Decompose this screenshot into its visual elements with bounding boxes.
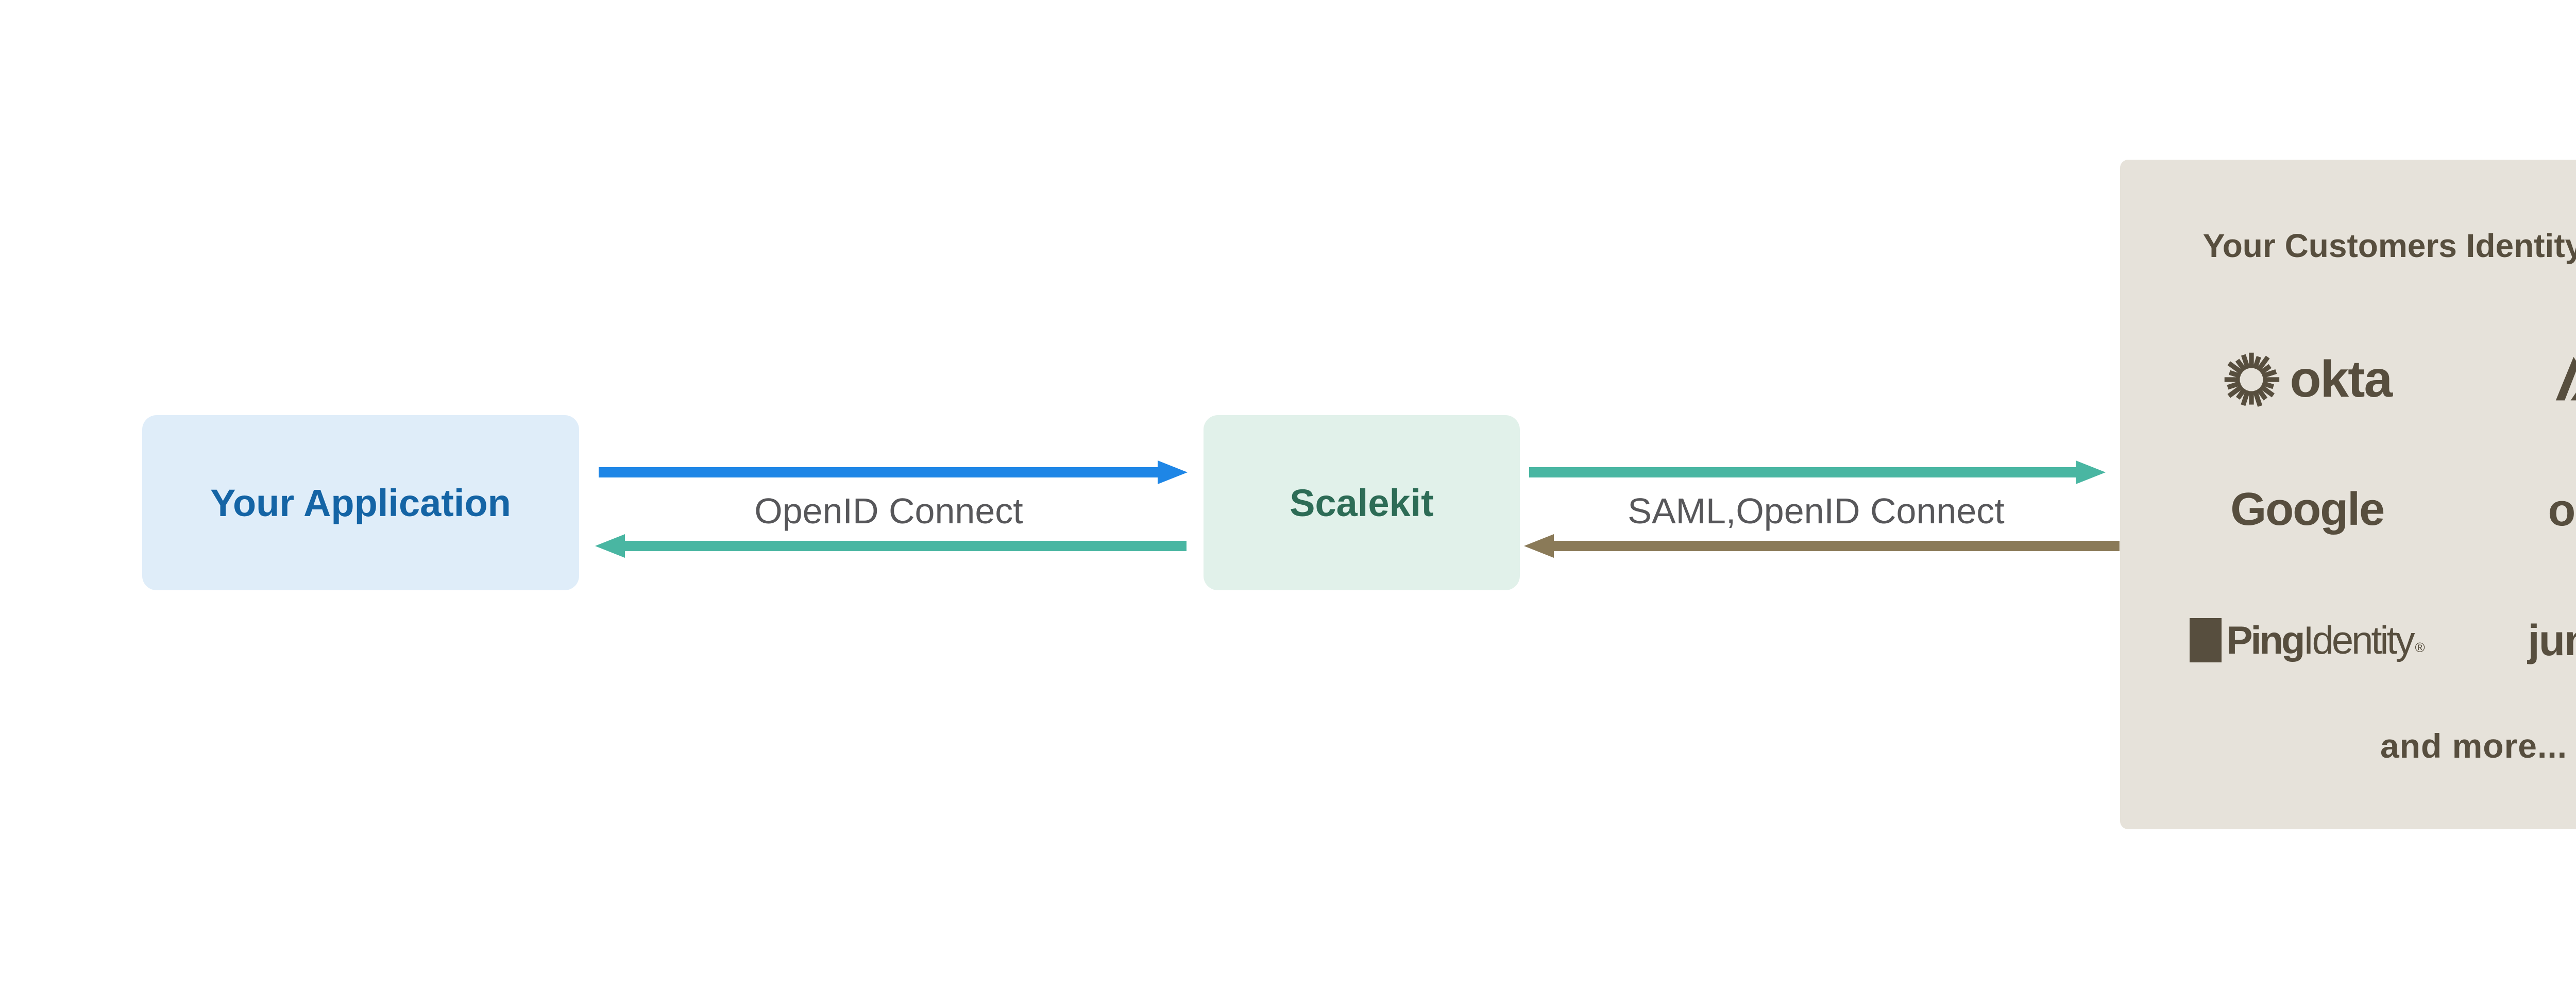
and-more-label: and more...: [2380, 727, 2568, 765]
openid-return-arrow-head: [595, 534, 625, 558]
saml-return-arrow-head: [1524, 534, 1554, 558]
identity-providers-panel: Your Customers Identity Providers: [2120, 160, 2576, 829]
pingidentity-square-icon: [2189, 618, 2222, 663]
identity-providers-grid: okta Azure Google onelogin: [2141, 314, 2576, 706]
azure-icon: [2553, 355, 2576, 404]
scalekit-box: Scalekit: [1204, 415, 1520, 590]
okta-wordmark: okta: [2290, 350, 2393, 408]
pingidentity-wordmark-light: Identity: [2303, 618, 2415, 662]
openid-forward-arrow-shaft: [599, 467, 1159, 477]
onelogin-logo: onelogin: [2548, 484, 2576, 536]
saml-forward-arrow-shaft: [1529, 467, 2077, 477]
onelogin-wordmark: onelogin: [2548, 484, 2576, 535]
pingidentity-wordmark-bold: Ping: [2226, 618, 2306, 662]
openid-connect-flow-label: OpenID Connect: [754, 491, 1023, 531]
google-logo: Google: [2230, 483, 2385, 536]
saml-return-arrow-shaft: [1553, 541, 2120, 551]
google-wordmark: Google: [2230, 484, 2385, 536]
jumpcloud-logo: jumpcloud ™: [2528, 616, 2576, 665]
pingidentity-registered-mark: ®: [2415, 639, 2425, 655]
saml-openid-flow-label: SAML,OpenID Connect: [1628, 491, 2005, 531]
pingidentity-logo: Ping Identity ®: [2189, 618, 2425, 663]
your-application-label: Your Application: [210, 481, 511, 524]
okta-logo: okta: [2223, 350, 2393, 409]
azure-logo: Azure: [2553, 353, 2576, 406]
scalekit-label: Scalekit: [1290, 481, 1434, 524]
openid-forward-arrow-head: [1158, 460, 1188, 484]
your-application-box: Your Application: [142, 415, 579, 590]
identity-providers-title: Your Customers Identity Providers: [2202, 227, 2576, 264]
okta-sunburst-icon: [2223, 351, 2280, 408]
openid-return-arrow-shaft: [624, 541, 1187, 551]
saml-forward-arrow-head: [2076, 460, 2106, 484]
jumpcloud-wordmark: jumpcloud: [2528, 616, 2576, 664]
